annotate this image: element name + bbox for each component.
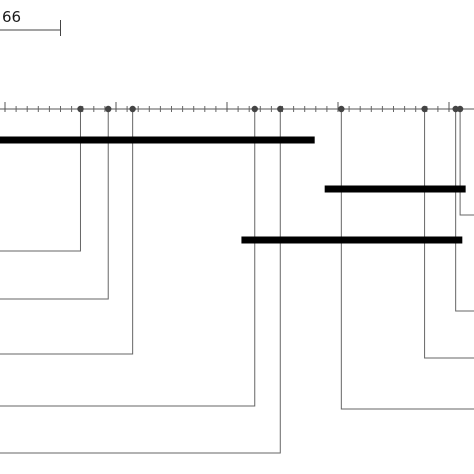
cd-scale-label: 66 — [2, 8, 21, 26]
method-connector — [0, 109, 281, 454]
method-connector — [0, 109, 81, 252]
clique-bars — [0, 136, 466, 244]
method-connector — [0, 109, 256, 407]
method-markers — [77, 105, 464, 113]
method-rank-marker — [129, 105, 136, 113]
method-connector — [459, 109, 474, 216]
method-connector — [0, 109, 134, 355]
method-rank-marker — [456, 105, 464, 113]
method-rank-marker — [77, 105, 84, 113]
method-connector — [0, 109, 109, 300]
major-ticks — [4, 102, 450, 112]
method-connector — [455, 109, 474, 312]
method-rank-marker — [421, 105, 428, 113]
method-connector — [340, 109, 474, 410]
method-rank-marker — [338, 105, 345, 113]
method-rank-marker — [105, 105, 112, 113]
method-rank-marker — [277, 105, 284, 113]
method-connector — [424, 109, 474, 359]
method-rank-marker — [452, 105, 459, 113]
method-rank-marker — [251, 105, 258, 113]
method-connectors — [0, 109, 474, 454]
